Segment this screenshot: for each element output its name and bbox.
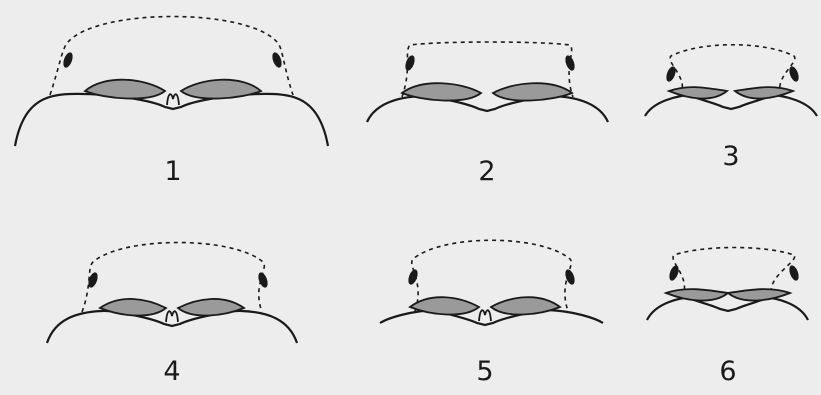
- right-lobe-6: [728, 289, 790, 300]
- right-lobe-4: [178, 299, 244, 316]
- left-lobe-1: [85, 80, 165, 99]
- figure-4-label: 4: [163, 358, 180, 385]
- left-spot-1: [62, 51, 75, 69]
- left-spot-5: [407, 268, 420, 286]
- right-spot-4: [257, 271, 270, 289]
- dashed-arc-4: [82, 243, 264, 313]
- right-spot-6: [788, 264, 801, 282]
- right-lobe-5: [491, 297, 560, 314]
- figure-5-label: 5: [476, 358, 493, 385]
- figure-2-label: 2: [478, 158, 495, 185]
- figure-5: [380, 240, 603, 325]
- figure-3-label: 3: [722, 143, 739, 170]
- right-lobe-2: [493, 83, 572, 100]
- figure-3: [645, 45, 817, 116]
- head-outline-2: [367, 96, 608, 122]
- left-lobe-2: [402, 83, 481, 100]
- head-outline-6: [647, 296, 808, 320]
- right-spot-3: [788, 65, 801, 83]
- midline-notch-5: [479, 310, 491, 321]
- figure-6: [647, 248, 808, 321]
- left-lobe-4: [100, 299, 166, 316]
- figure-1: [15, 17, 328, 147]
- head-outline-3: [645, 94, 817, 116]
- figure-4: [47, 243, 297, 344]
- left-spot-3: [665, 65, 678, 83]
- midline-notch-4: [166, 311, 178, 322]
- dashed-arc-1: [50, 17, 293, 96]
- right-lobe-1: [181, 80, 261, 99]
- right-spot-2: [564, 54, 577, 72]
- figure-6-label: 6: [719, 358, 736, 385]
- midline-notch-1: [167, 94, 179, 105]
- left-spot-2: [404, 54, 417, 72]
- head-outline-1: [15, 94, 328, 146]
- left-spot-6: [668, 264, 681, 282]
- figure-1-label: 1: [164, 158, 181, 185]
- figure-2: [367, 42, 608, 122]
